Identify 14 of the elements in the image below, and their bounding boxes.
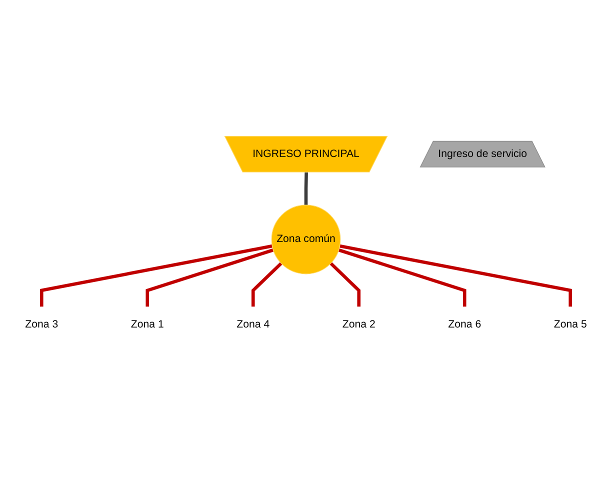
connector	[338, 248, 466, 307]
connector	[339, 244, 572, 307]
node-text: Zona 6	[448, 318, 482, 330]
node-circle: Zona común	[271, 204, 341, 274]
connector	[330, 262, 361, 307]
node-text: Zona 3	[25, 318, 58, 330]
node-text: Zona 2	[342, 318, 376, 330]
node-text: Zona 1	[130, 318, 164, 330]
node-text: Zona 4	[236, 318, 270, 330]
connector	[146, 248, 274, 307]
connector	[251, 262, 282, 307]
connector	[40, 244, 273, 307]
node-text: Zona 5	[554, 318, 587, 330]
connector	[304, 172, 308, 206]
